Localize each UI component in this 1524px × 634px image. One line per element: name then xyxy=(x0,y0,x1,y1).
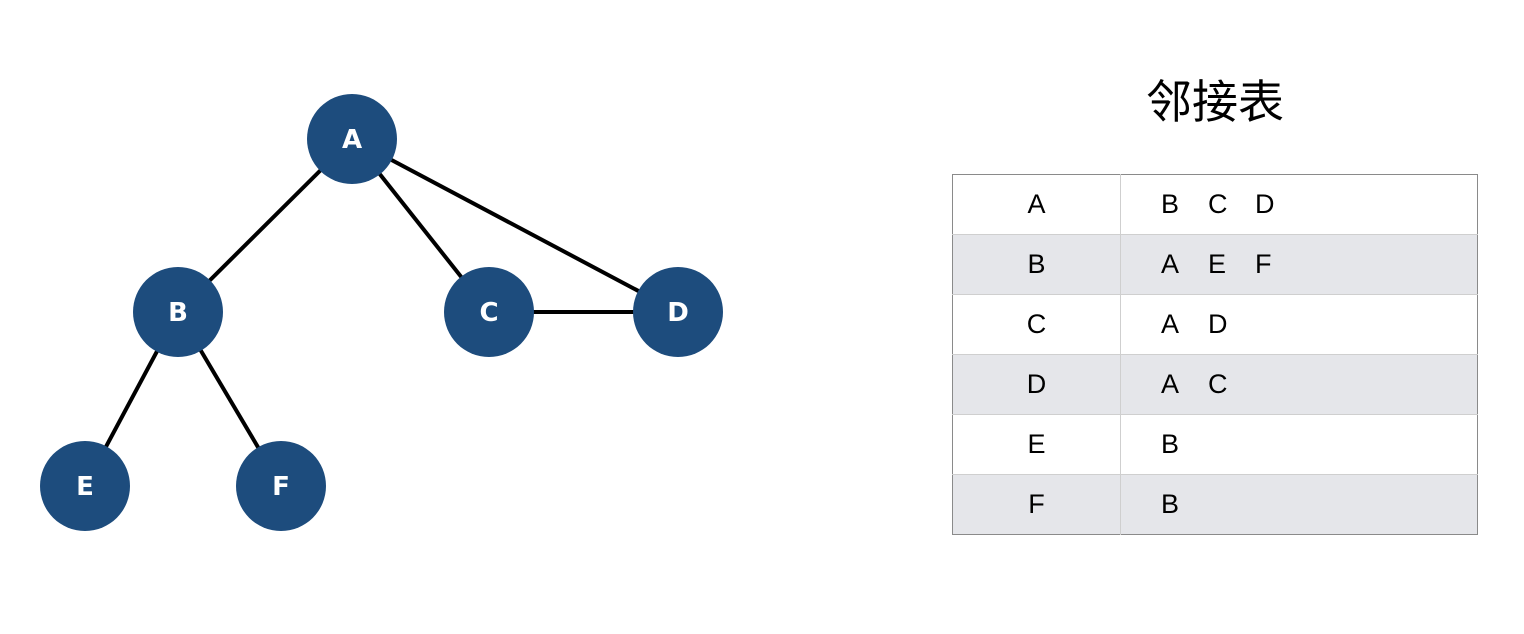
node-label: F xyxy=(272,472,290,502)
vertex-cell: C xyxy=(952,294,1121,355)
neighbor-item: B xyxy=(1161,489,1180,519)
node-c: C xyxy=(444,267,534,357)
vertex-cell: A xyxy=(952,174,1121,235)
node-circle xyxy=(307,94,397,184)
table-title: 邻接表 xyxy=(1146,75,1284,129)
neighbor-item: C xyxy=(1208,369,1228,399)
neighbors-cell: B xyxy=(1120,474,1478,535)
vertex-cell: D xyxy=(952,354,1121,415)
node-d: D xyxy=(633,267,723,357)
node-b: B xyxy=(133,267,223,357)
node-circle xyxy=(236,441,326,531)
vertex-cell: F xyxy=(952,474,1121,535)
node-circle xyxy=(133,267,223,357)
graph-diagram: A B C D E F xyxy=(40,94,723,531)
neighbor-item: A xyxy=(1161,309,1180,339)
node-circle xyxy=(633,267,723,357)
neighbor-item: B xyxy=(1161,429,1180,459)
node-circle xyxy=(40,441,130,531)
node-label: A xyxy=(342,125,362,155)
node-label: D xyxy=(667,298,689,328)
neighbor-item: C xyxy=(1208,189,1228,219)
neighbor-item: B xyxy=(1161,189,1180,219)
neighbor-item: D xyxy=(1208,309,1228,339)
neighbor-item: A xyxy=(1161,249,1180,279)
node-label: B xyxy=(168,298,188,328)
vertex-cell: B xyxy=(952,234,1121,295)
neighbor-item: A xyxy=(1161,369,1180,399)
node-f: F xyxy=(236,441,326,531)
neighbor-item: F xyxy=(1255,249,1272,279)
neighbor-item: E xyxy=(1208,249,1227,279)
nodes-layer: A B C D E F xyxy=(40,94,723,531)
node-e: E xyxy=(40,441,130,531)
edge-a-d xyxy=(351,137,679,314)
node-circle xyxy=(444,267,534,357)
neighbors-cell: B xyxy=(1120,414,1478,475)
node-label: E xyxy=(76,472,94,502)
node-label: C xyxy=(479,298,498,328)
node-a: A xyxy=(307,94,397,184)
neighbor-item: D xyxy=(1255,189,1275,219)
vertex-cell: E xyxy=(952,414,1121,475)
